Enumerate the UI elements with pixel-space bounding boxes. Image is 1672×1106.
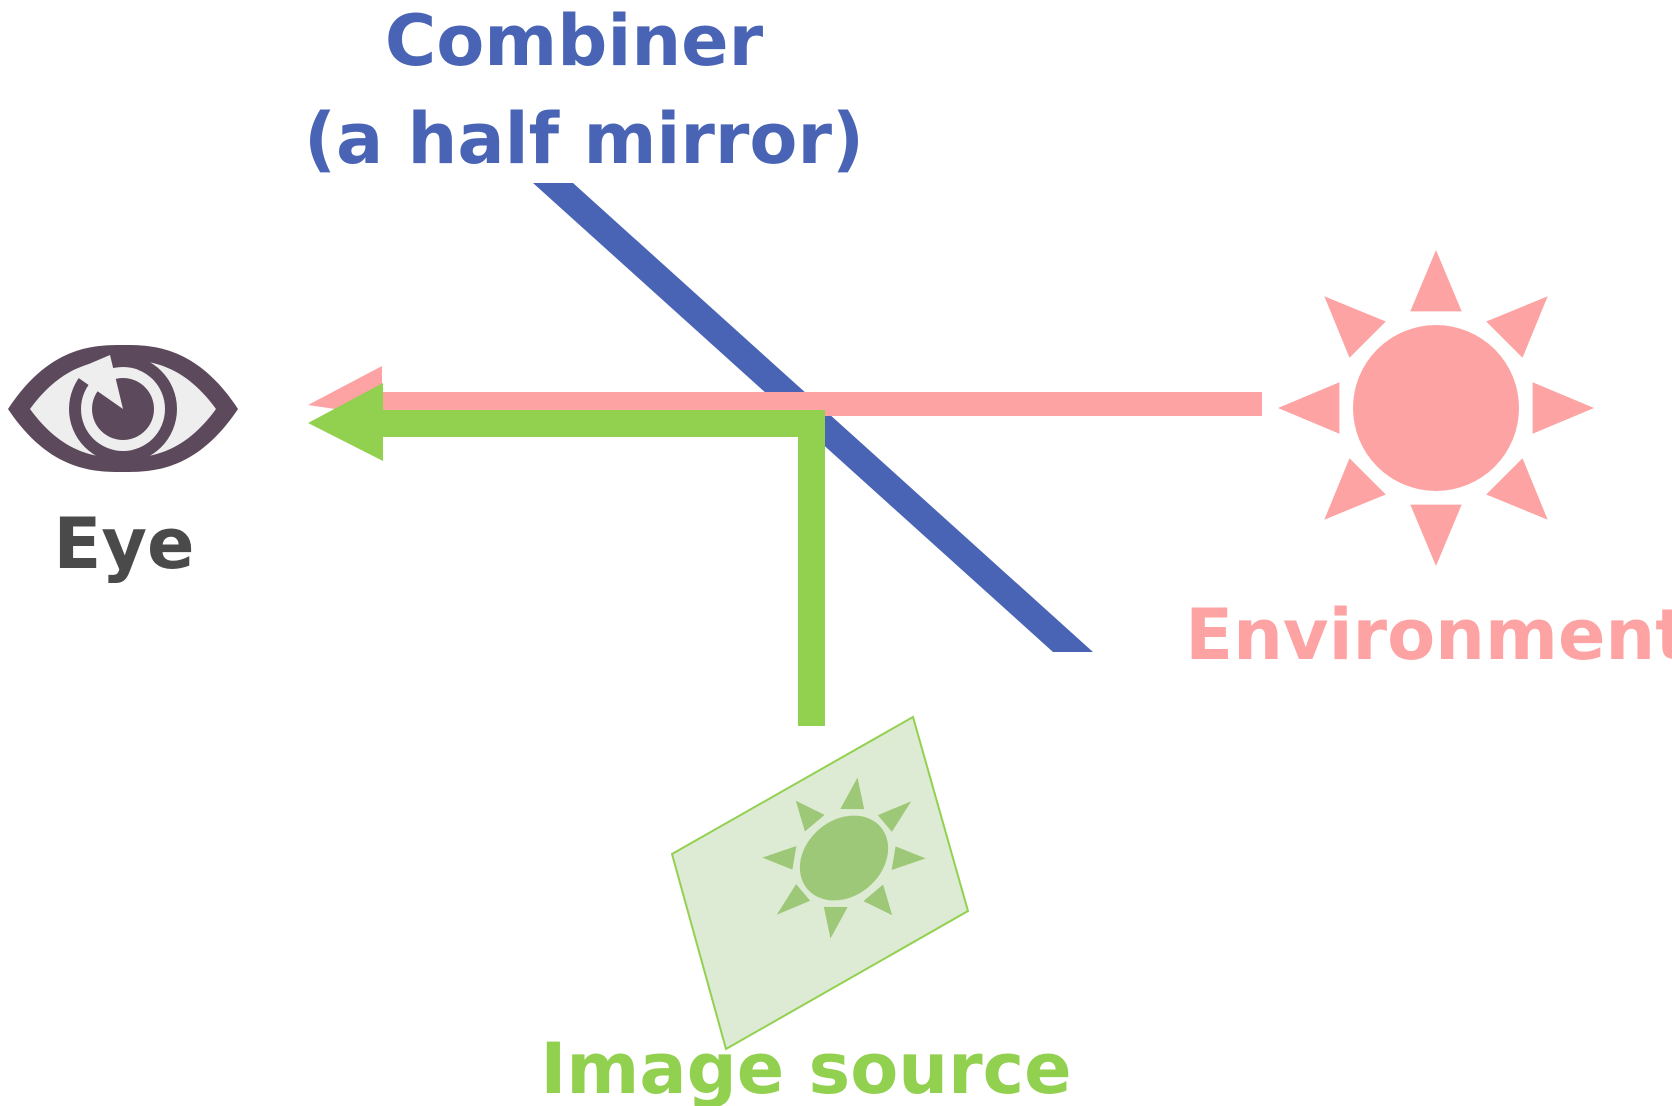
combiner-label-line1: Combiner — [385, 0, 764, 82]
sun-ray — [1410, 504, 1462, 566]
sun-ray — [795, 800, 825, 832]
sun-ray — [1324, 296, 1386, 358]
sun-ray — [863, 884, 893, 916]
sun-ray — [840, 777, 865, 810]
sun-ray — [877, 801, 912, 832]
sun-ray — [891, 846, 926, 870]
sun-ray — [823, 906, 848, 939]
sun-ray — [1324, 458, 1386, 520]
sun-icon — [1278, 250, 1594, 566]
image-panel-icon — [670, 715, 970, 1051]
image-source-label: Image source — [540, 1028, 1071, 1106]
eye-icon — [8, 345, 238, 472]
combiner-label-line2: (a half mirror) — [304, 98, 864, 180]
sun-ray — [1532, 382, 1594, 434]
image-light-path — [308, 383, 825, 726]
sun-ray — [1486, 296, 1548, 358]
sun-ray — [776, 884, 811, 915]
sun-ray — [1410, 250, 1462, 312]
environment-label: Environment — [1185, 594, 1672, 676]
eye-label: Eye — [54, 503, 195, 585]
sun-ray — [1486, 458, 1548, 520]
sun-ray — [762, 846, 797, 870]
sun-ray — [1278, 382, 1340, 434]
